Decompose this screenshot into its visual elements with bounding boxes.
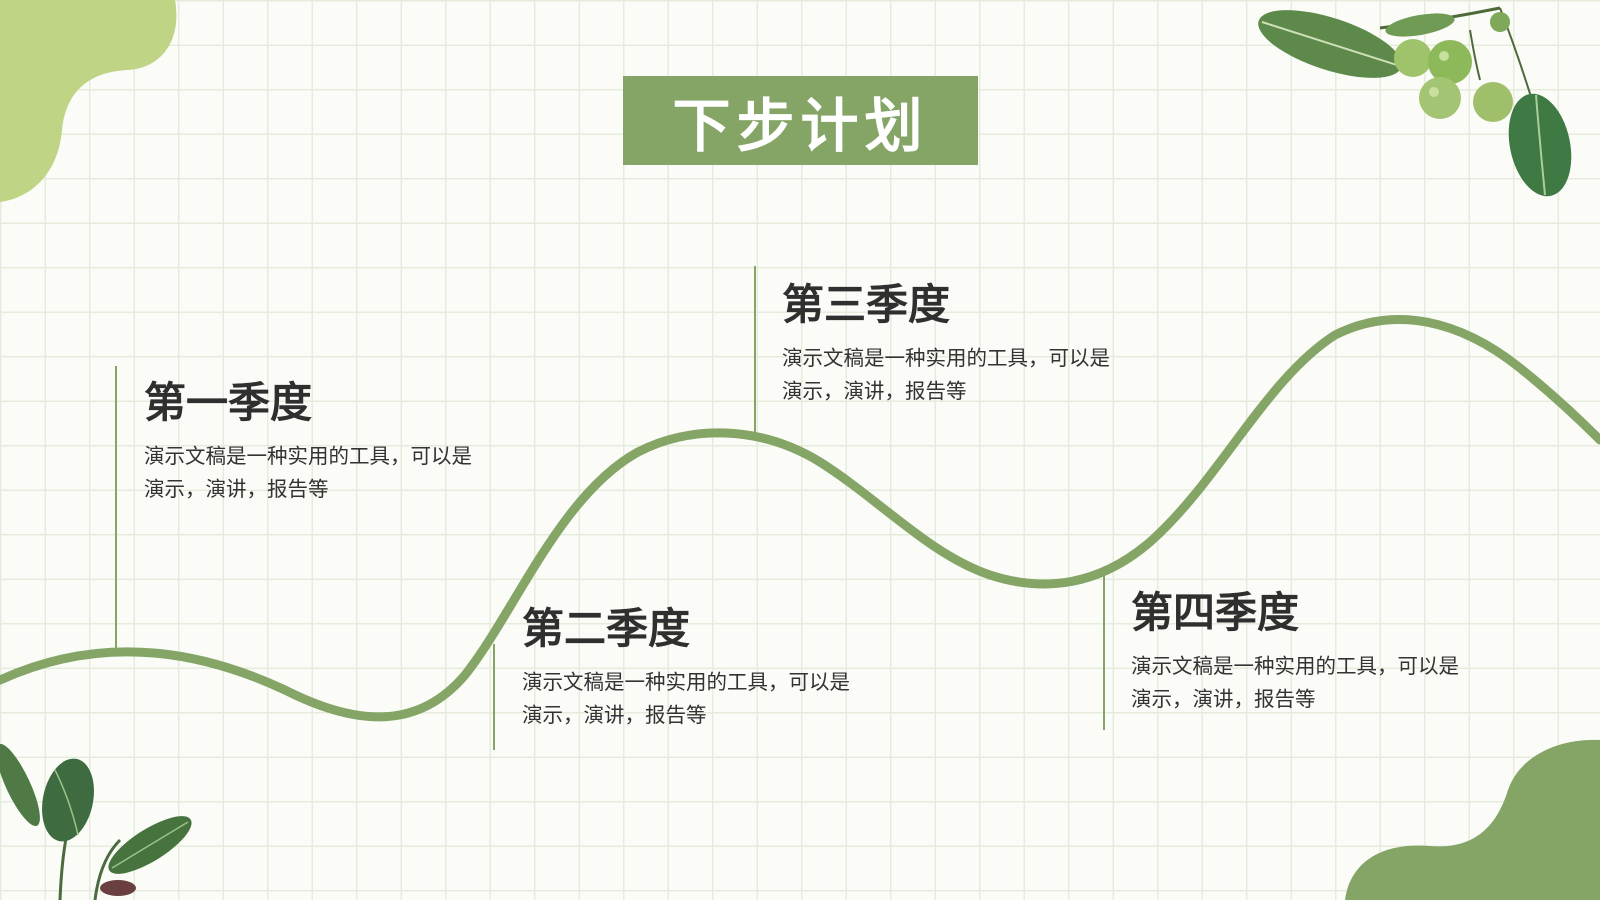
quarter-4-block: 第四季度 演示文稿是一种实用的工具，可以是 演示，演讲，报告等: [1131, 588, 1511, 716]
q3-connector-line: [754, 266, 756, 432]
quarter-1-description: 演示文稿是一种实用的工具，可以是 演示，演讲，报告等: [144, 440, 524, 506]
quarter-2-description: 演示文稿是一种实用的工具，可以是 演示，演讲，报告等: [522, 666, 902, 732]
quarter-4-title: 第四季度: [1131, 588, 1300, 637]
quarter-1-desc-line2: 演示，演讲，报告等: [144, 477, 329, 502]
page-title: 下步计划: [623, 76, 978, 165]
quarter-4-description: 演示文稿是一种实用的工具，可以是 演示，演讲，报告等: [1131, 650, 1511, 716]
q2-connector-line: [493, 644, 495, 750]
quarter-2-desc-line2: 演示，演讲，报告等: [522, 703, 707, 728]
q1-connector-line: [115, 366, 117, 648]
quarter-3-description: 演示文稿是一种实用的工具，可以是 演示，演讲，报告等: [782, 342, 1162, 408]
quarter-4-desc-line1: 演示文稿是一种实用的工具，可以是: [1131, 654, 1459, 679]
wave-curve: [0, 315, 1600, 722]
bottom-right-blob: [1345, 739, 1600, 900]
quarter-3-desc-line2: 演示，演讲，报告等: [782, 379, 967, 404]
quarter-2-title: 第二季度: [522, 604, 691, 653]
quarter-1-desc-line1: 演示文稿是一种实用的工具，可以是: [144, 444, 472, 469]
quarter-2-block: 第二季度 演示文稿是一种实用的工具，可以是 演示，演讲，报告等: [522, 604, 902, 732]
quarter-3-block: 第三季度 演示文稿是一种实用的工具，可以是 演示，演讲，报告等: [782, 280, 1162, 408]
quarter-3-title: 第三季度: [782, 280, 951, 329]
quarter-4-desc-line2: 演示，演讲，报告等: [1131, 687, 1316, 712]
quarter-1-title: 第一季度: [144, 378, 313, 427]
q4-connector-line: [1103, 575, 1105, 730]
top-left-blob: [0, 0, 177, 202]
quarter-1-block: 第一季度 演示文稿是一种实用的工具，可以是 演示，演讲，报告等: [144, 378, 524, 506]
quarter-2-desc-line1: 演示文稿是一种实用的工具，可以是: [522, 670, 850, 695]
quarter-3-desc-line1: 演示文稿是一种实用的工具，可以是: [782, 346, 1110, 371]
